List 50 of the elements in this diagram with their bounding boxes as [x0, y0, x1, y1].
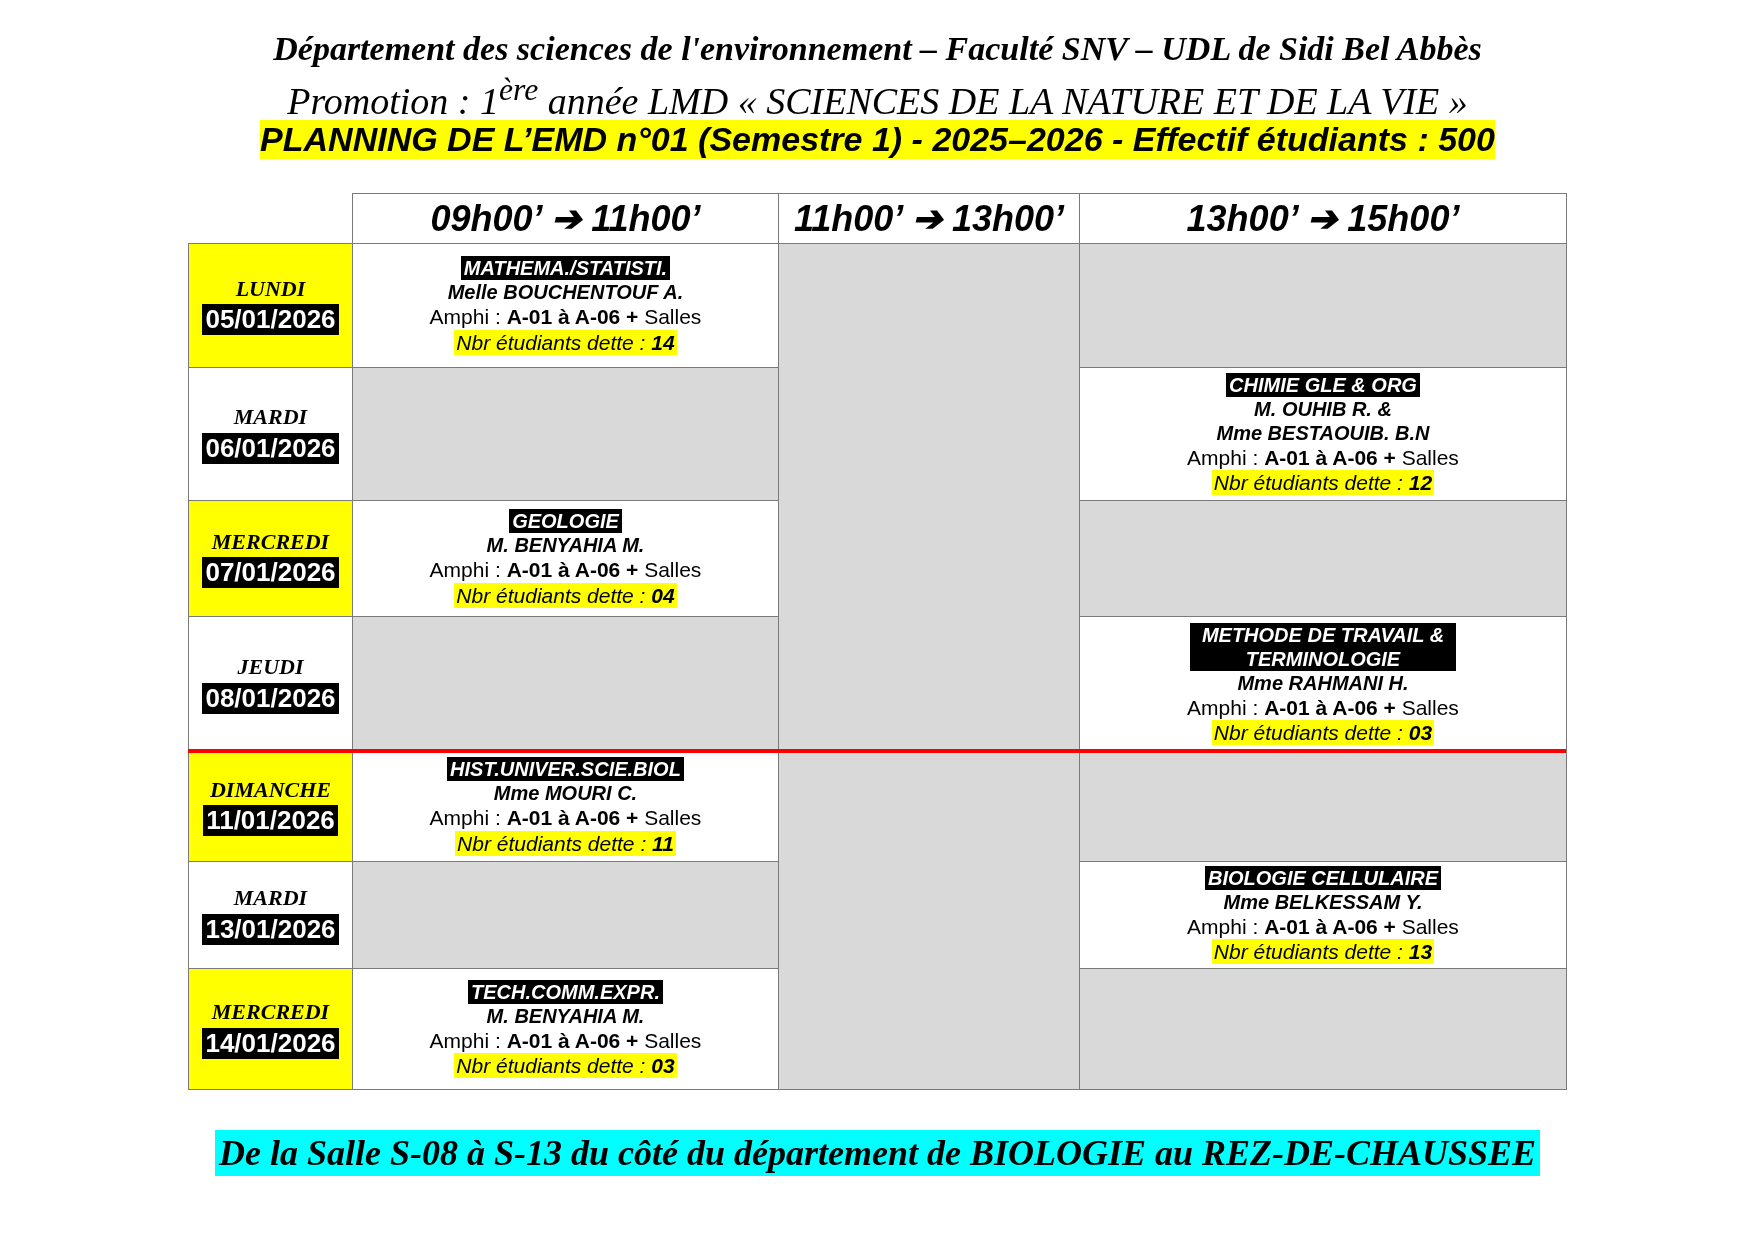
debt-student-count: Nbr étudiants dette : 12	[1211, 470, 1435, 496]
room-info: Amphi : A-01 à A-06 + Salles	[1187, 913, 1459, 939]
date-label: 11/01/2026	[203, 805, 338, 837]
caption: De la Salle S-08 à S-13 du côté du département de BIOLOGIE au REZ-DE-CHAUSSEE	[214, 1130, 1541, 1176]
date-label: 08/01/2026	[202, 682, 339, 714]
room-info: Amphi : A-01 à A-06 + Salles	[1187, 444, 1459, 470]
date-label: 06/01/2026	[202, 432, 339, 464]
room-info: Amphi : A-01 à A-06 + Salles	[429, 304, 702, 330]
time-slot-header: 09h00’ ➔ 11h00’	[430, 196, 701, 241]
date-label: 14/01/2026	[202, 1027, 339, 1059]
day-name: MERCREDI	[211, 528, 330, 556]
teacher-name: Mme BELKESSAM Y.	[1223, 889, 1423, 914]
title: Département des sciences de l'environnement – Faculté SNV – UDL de Sidi Bel Abbès	[273, 30, 1482, 68]
subject-name: TECH.COMM.EXPR.	[468, 979, 663, 1004]
teacher-name: Mme BESTAOUIB. B.N	[1216, 420, 1430, 445]
room-info: Amphi : A-01 à A-06 + Salles	[1187, 694, 1459, 720]
subject-name: MATHEMA./STATISTI.	[460, 256, 671, 281]
debt-student-count: Nbr étudiants dette : 11	[455, 830, 676, 856]
date-label: 07/01/2026	[202, 557, 339, 589]
debt-student-count: Nbr étudiants dette : 03	[1211, 720, 1435, 746]
teacher-name: M. BENYAHIA M.	[486, 1003, 645, 1028]
teacher-name: M. BENYAHIA M.	[486, 533, 645, 558]
debt-student-count: Nbr étudiants dette : 04	[454, 582, 677, 608]
debt-student-count: Nbr étudiants dette : 13	[1211, 939, 1435, 965]
room-info: Amphi : A-01 à A-06 + Salles	[429, 1027, 702, 1053]
teacher-name: Melle BOUCHENTOUF A.	[447, 280, 684, 305]
date-label: 13/01/2026	[202, 913, 339, 945]
teacher-name: Mme RAHMANI H.	[1237, 670, 1409, 695]
day-name: JEUDI	[237, 654, 304, 681]
subject-name: GEOLOGIE	[509, 509, 622, 534]
day-name: DIMANCHE	[209, 776, 331, 804]
heading: PLANNING DE L’EMD n°01 (Semestre 1) - 2025–2026 - Effectif étudiants : 500	[260, 120, 1495, 159]
subject-name: HIST.UNIVER.SCIE.BIOL	[447, 757, 684, 782]
teacher-name: Mme MOURI C.	[493, 781, 638, 806]
debt-student-count: Nbr étudiants dette : 03	[454, 1053, 677, 1079]
day-name: MERCREDI	[211, 999, 330, 1026]
room-info: Amphi : A-01 à A-06 + Salles	[429, 805, 702, 831]
day-name: MARDI	[233, 885, 308, 912]
subject-name: BIOLOGIE CELLULAIRE	[1205, 865, 1441, 890]
room-info: Amphi : A-01 à A-06 + Salles	[429, 557, 702, 583]
subject-name: CHIMIE GLE & ORG	[1226, 372, 1420, 397]
subject-name: METHODE DE TRAVAIL & TERMINOLOGIE	[1190, 622, 1456, 671]
day-name: LUNDI	[235, 275, 306, 303]
date-label: 05/01/2026	[202, 304, 339, 336]
time-slot-header: 11h00’ ➔ 13h00’	[793, 196, 1065, 241]
teacher-name: M. OUHIB R. &	[1254, 396, 1392, 421]
day-name: MARDI	[233, 404, 308, 431]
subtitle: Promotion : 1$^{ère}$ année LMD « SCIENCES DE LA NATURE ET DE LA VIE »	[287, 72, 1468, 123]
debt-student-count: Nbr étudiants dette : 14	[454, 329, 677, 355]
time-slot-header: 13h00’ ➔ 15h00’	[1186, 196, 1460, 241]
